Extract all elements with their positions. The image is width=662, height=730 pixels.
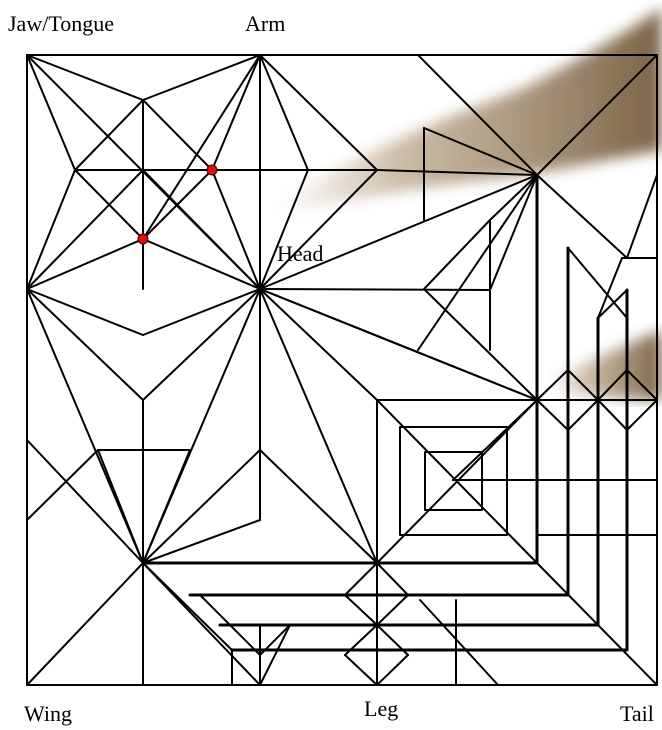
upper-finger <box>275 8 662 212</box>
label-wing: Wing <box>24 703 72 725</box>
center-square-nest <box>377 400 657 685</box>
staircase-lines <box>143 175 627 650</box>
label-jaw-tongue: Jaw/Tongue <box>8 13 114 35</box>
reference-point <box>207 165 217 175</box>
label-head: Head <box>277 243 323 265</box>
label-tail: Tail <box>620 703 654 725</box>
label-arm: Arm <box>245 13 285 35</box>
reference-point <box>138 234 148 244</box>
upper-left-flap <box>27 55 260 289</box>
label-leg: Leg <box>364 698 398 720</box>
